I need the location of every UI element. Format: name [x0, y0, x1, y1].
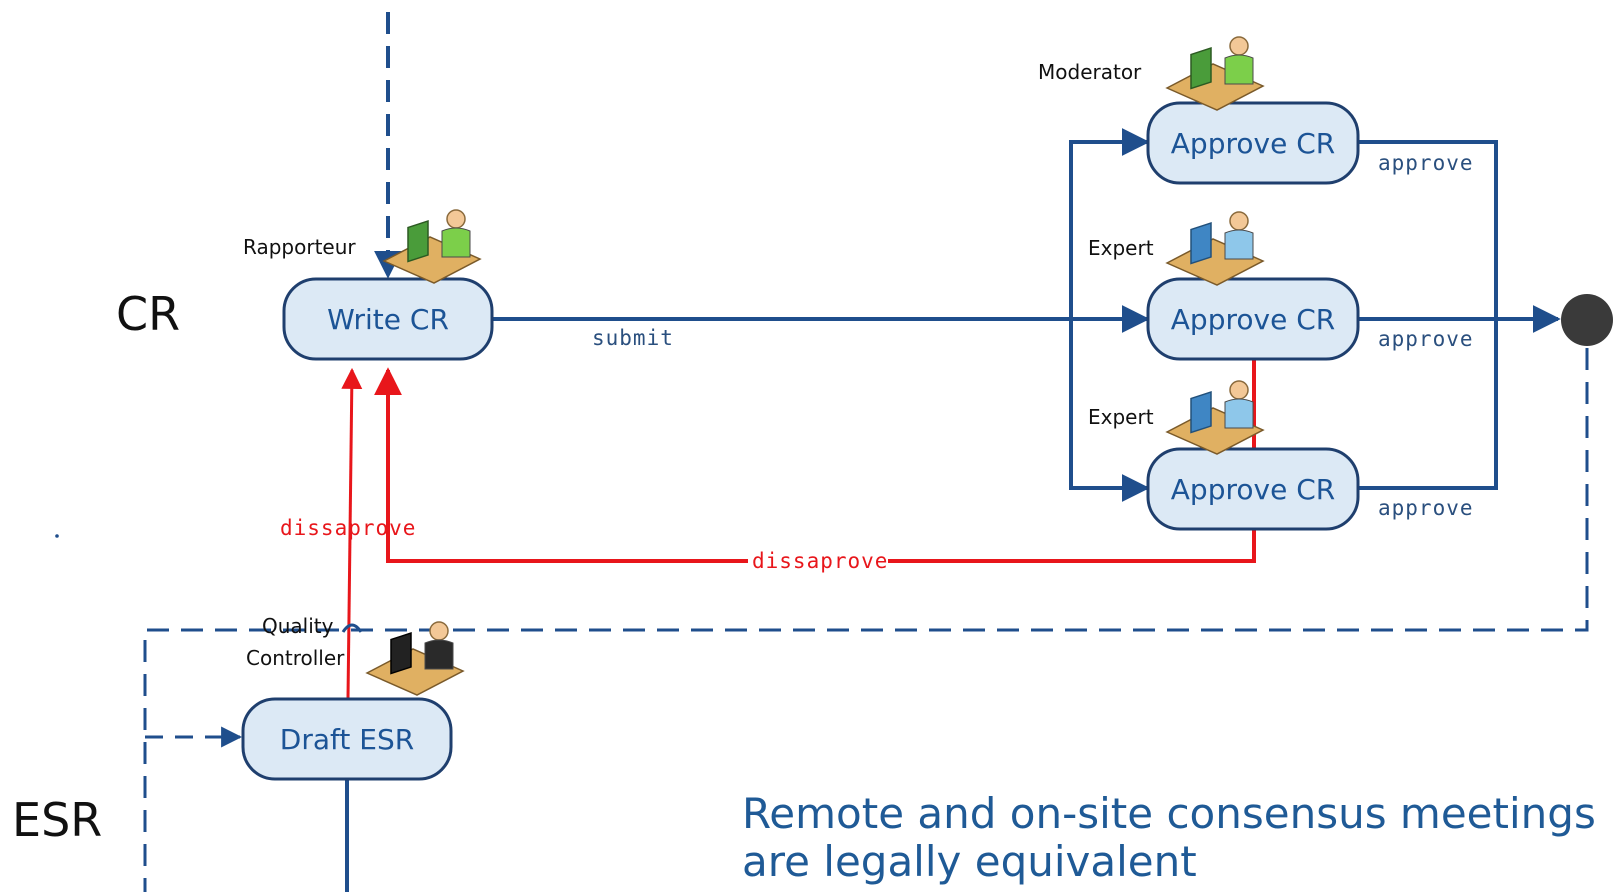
legal-note-line-1: Remote and on-site consensus meetings	[742, 789, 1596, 838]
line-hop	[341, 623, 363, 633]
legal-note: Remote and on-site consensus meetings ar…	[742, 790, 1612, 886]
submit-label: submit	[592, 326, 674, 350]
join-bar	[1358, 140, 1498, 490]
approve-cr-label-1: Approve CR	[1171, 127, 1335, 160]
write-cr-label: Write CR	[327, 303, 449, 336]
role-expert-label-2: Expert	[1088, 405, 1154, 429]
dissaprove-label-horizontal: dissaprove	[752, 549, 888, 573]
write-cr-node[interactable]	[282, 277, 494, 361]
approve-label-3: approve	[1378, 496, 1474, 520]
approve-label-1: approve	[1378, 151, 1474, 175]
role-quality-label: Quality	[262, 614, 334, 638]
lane-label-esr: ESR	[12, 793, 102, 847]
dissaprove-label-bg	[748, 548, 888, 574]
dissaprove-horizontal-edge	[374, 367, 1256, 563]
moderator-icon	[1165, 36, 1265, 111]
quality-controller-icon	[365, 621, 465, 696]
lane-label-cr: CR	[116, 287, 180, 341]
approve-label-2: approve	[1378, 327, 1474, 351]
lane-boundary-dashed	[143, 348, 1589, 892]
draft-esr-node[interactable]	[241, 697, 453, 781]
rapporteur-icon	[382, 209, 482, 284]
end-node	[1561, 294, 1613, 346]
draft-esr-label: Draft ESR	[280, 723, 414, 756]
dissaprove-label-vertical: dissaprove	[280, 516, 416, 540]
role-moderator-label: Moderator	[1038, 60, 1142, 84]
role-controller-label: Controller	[246, 646, 345, 670]
stray-dot	[55, 534, 59, 538]
approve-cr-node-3[interactable]	[1146, 447, 1360, 531]
approve-cr-label-2: Approve CR	[1171, 303, 1335, 336]
role-expert-label-1: Expert	[1088, 236, 1154, 260]
approve-cr-label-3: Approve CR	[1171, 473, 1335, 506]
approve-cr-node-2[interactable]	[1146, 277, 1360, 361]
role-rapporteur-label: Rapporteur	[243, 235, 356, 259]
legal-note-line-2: are legally equivalent	[742, 837, 1197, 886]
expert-icon-1	[1165, 211, 1265, 286]
expert-icon-2	[1165, 380, 1265, 455]
approve-cr-node-1[interactable]	[1146, 101, 1360, 185]
dissaprove-vertical-edge	[341, 367, 363, 699]
